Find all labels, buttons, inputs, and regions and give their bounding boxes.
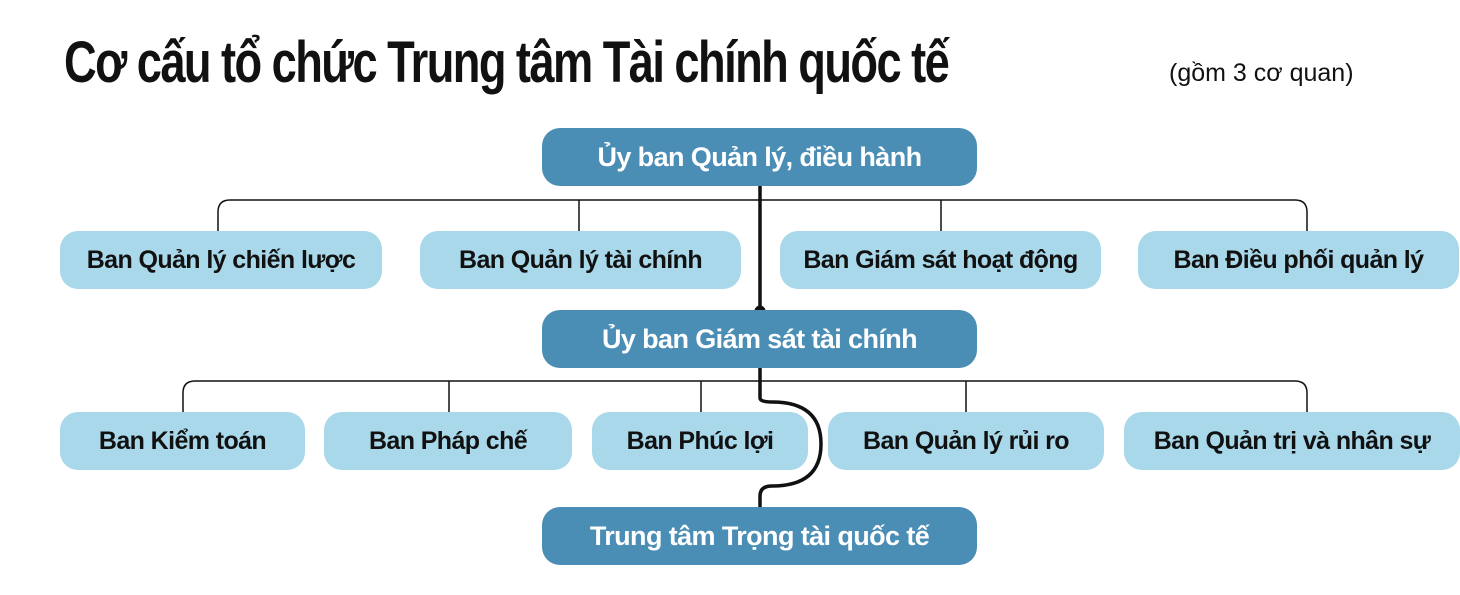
spine-curve-bottom	[758, 368, 823, 507]
board-governance-hr-box: Ban Quản trị và nhân sự	[1124, 412, 1460, 470]
board-coordination-box: Ban Điều phối quản lý	[1138, 231, 1459, 289]
supervision-committee-label: Ủy ban Giám sát tài chính	[601, 323, 918, 354]
board-coordination-label: Ban Điều phối quản lý	[1173, 245, 1425, 274]
board-risk-box: Ban Quản lý rủi ro	[828, 412, 1104, 470]
management-committee-box: Ủy ban Quản lý, điều hành	[542, 128, 977, 186]
page-title: Cơ cấu tổ chức Trung tâm Tài chính quốc …	[64, 30, 950, 95]
board-strategy-box: Ban Quản lý chiến lược	[60, 231, 382, 289]
supervision-branch-line	[182, 380, 1308, 412]
board-legal-box: Ban Pháp chế	[324, 412, 572, 470]
arbitration-centre-box: Trung tâm Trọng tài quốc tế	[542, 507, 977, 565]
management-committee-label: Ủy ban Quản lý, điều hành	[597, 141, 922, 172]
board-finance-label: Ban Quản lý tài chính	[459, 245, 703, 274]
board-strategy-label: Ban Quản lý chiến lược	[86, 245, 356, 274]
board-welfare-box: Ban Phúc lợi	[592, 412, 808, 470]
board-audit-box: Ban Kiểm toán	[60, 412, 305, 470]
management-branch-line	[217, 199, 1308, 231]
board-operations-oversight-label: Ban Giám sát hoạt động	[803, 245, 1078, 274]
title-block: Cơ cấu tổ chức Trung tâm Tài chính quốc …	[64, 28, 1384, 98]
board-welfare-label: Ban Phúc lợi	[626, 426, 774, 455]
board-risk-label: Ban Quản lý rủi ro	[863, 426, 1070, 455]
board-finance-box: Ban Quản lý tài chính	[420, 231, 741, 289]
board-operations-oversight-box: Ban Giám sát hoạt động	[780, 231, 1101, 289]
board-legal-label: Ban Pháp chế	[368, 426, 528, 455]
arbitration-centre-label: Trung tâm Trọng tài quốc tế	[589, 520, 930, 551]
board-governance-hr-label: Ban Quản trị và nhân sự	[1153, 426, 1431, 455]
supervision-committee-box: Ủy ban Giám sát tài chính	[542, 310, 977, 368]
page-subtitle: (gồm 3 cơ quan)	[1169, 59, 1354, 87]
board-audit-label: Ban Kiểm toán	[98, 426, 267, 455]
